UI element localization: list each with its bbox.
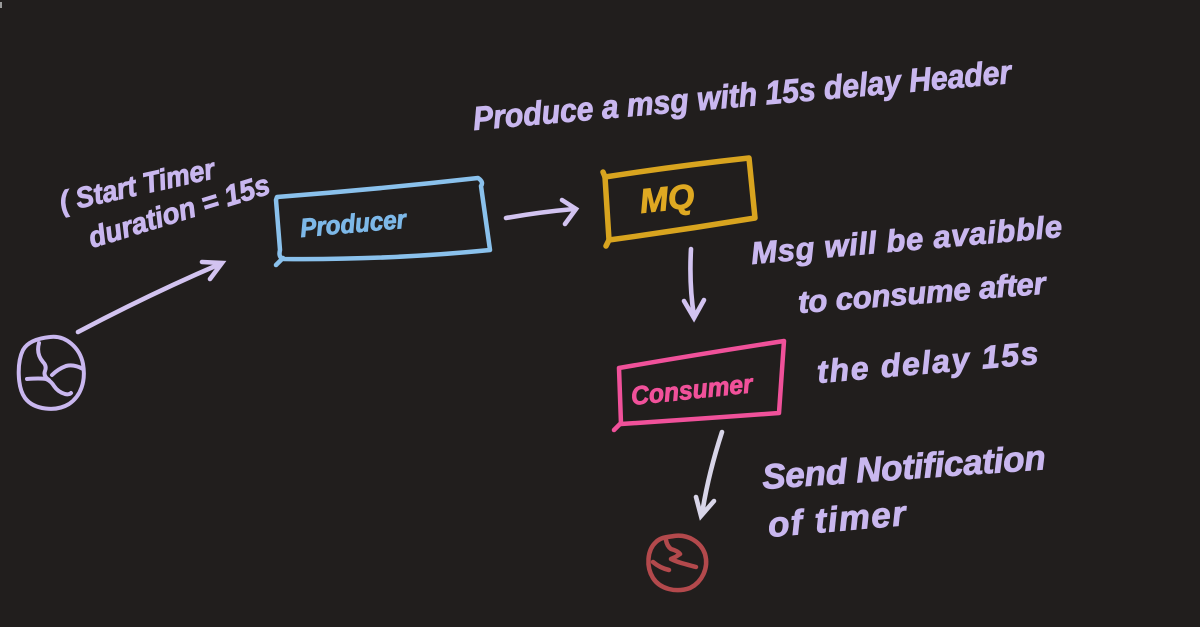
svg-text:MQ: MQ xyxy=(638,177,696,221)
